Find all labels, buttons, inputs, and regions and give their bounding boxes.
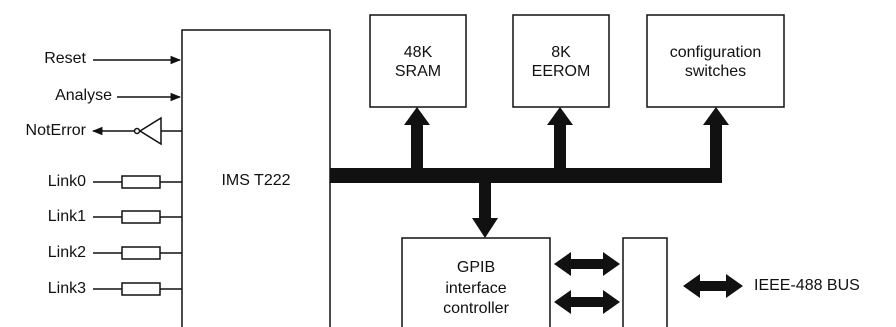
ieee-bus-arrow [683, 274, 743, 298]
noterror-buffer [91, 116, 182, 146]
gpib-label-3: controller [443, 300, 509, 317]
config-box [646, 14, 785, 108]
config-label-1: configuration [669, 44, 762, 61]
gpib-box [401, 237, 551, 327]
link3-label: Link3 [47, 280, 86, 297]
ieee-bus-label: IEEE-488 BUS [754, 277, 860, 294]
eerom-label-1: 8K [551, 44, 571, 61]
bus-arrow-eerom [547, 107, 573, 170]
gpib-label-2: interface [445, 280, 507, 297]
gpib-double-arrow-1 [554, 252, 620, 276]
cpu-label: IMS T222 [221, 172, 291, 189]
link2-label: Link2 [47, 244, 86, 261]
cpu-box [181, 29, 331, 327]
bus-arrow-config [703, 107, 729, 170]
config-label-2: switches [684, 63, 747, 80]
sram-label-2: SRAM [394, 63, 442, 80]
link1-resistor [93, 210, 182, 224]
link0-resistor [93, 175, 182, 189]
bus-arrow-gpib [472, 181, 498, 238]
noterror-label: NotError [25, 122, 86, 139]
eerom-label-2: EEROM [531, 63, 591, 80]
bus-arrow-sram [404, 107, 430, 170]
bus-buffer-box [622, 237, 668, 327]
gpib-double-arrow-2 [554, 290, 620, 314]
link2-resistor [93, 246, 182, 260]
sram-label-1: 48K [403, 44, 433, 61]
sram-box [369, 14, 467, 108]
link1-label: Link1 [47, 208, 86, 225]
eerom-box [512, 14, 610, 108]
reset-label: Reset [44, 50, 86, 67]
link3-resistor [93, 282, 182, 296]
link0-label: Link0 [47, 173, 86, 190]
gpib-label-1: GPIB [456, 259, 496, 276]
analyse-label: Analyse [55, 87, 112, 104]
internal-bus [330, 168, 722, 183]
